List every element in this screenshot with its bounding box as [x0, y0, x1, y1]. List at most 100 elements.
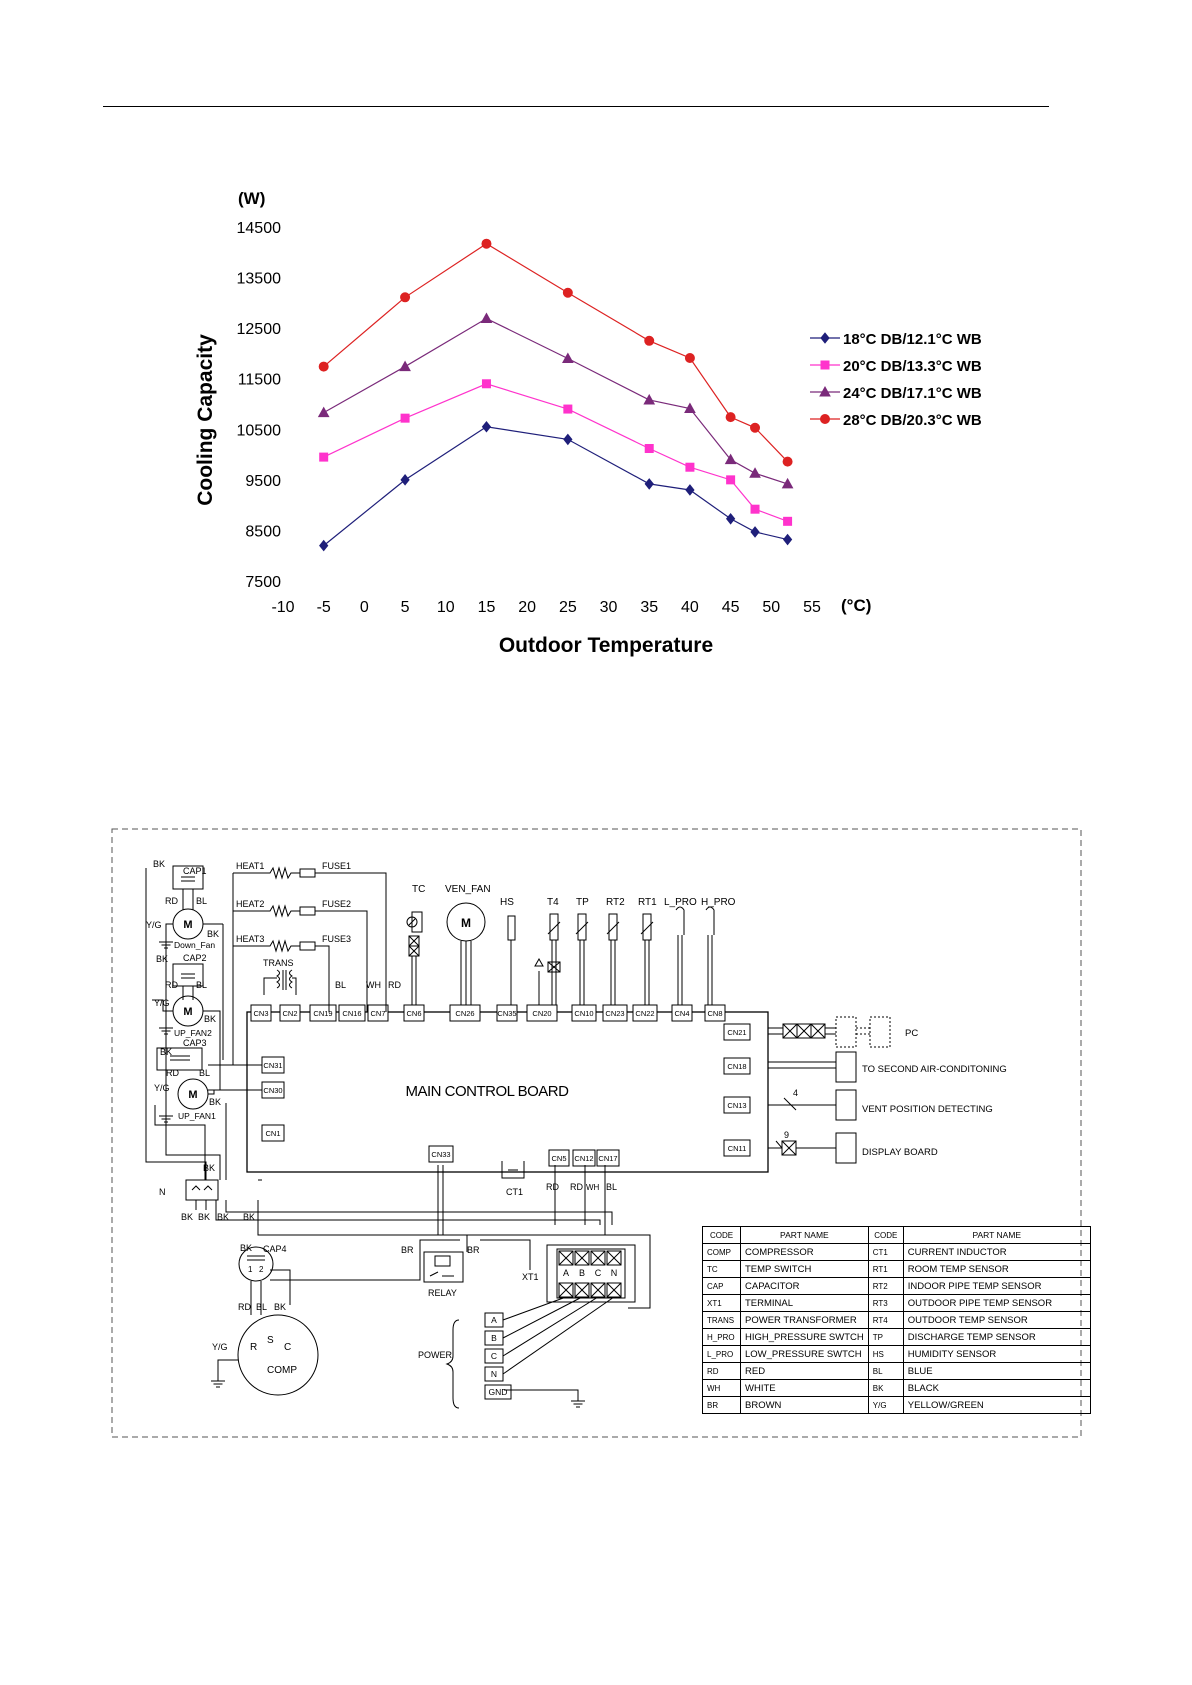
svg-text:CN12: CN12 [574, 1154, 593, 1163]
svg-text:C: C [595, 1268, 602, 1278]
x-tick-label: -5 [317, 599, 331, 616]
data-point [481, 238, 492, 249]
ven-fan-motor-letter: M [461, 916, 471, 930]
data-point [563, 404, 573, 414]
power-block [445, 1319, 460, 1409]
parts-cell: BLUE [902, 1362, 1091, 1380]
parts-cell: CURRENT INDUCTOR [902, 1243, 1091, 1261]
power-terminal-c: C [484, 1296, 599, 1364]
cap4-term1: 1 [248, 1265, 253, 1274]
x-tick-label: 55 [803, 599, 821, 616]
svg-text:CN6: CN6 [406, 1009, 421, 1018]
wh-bottom-label: WH [586, 1183, 600, 1192]
right-modules [768, 1016, 891, 1164]
parts-cell: CAPACITOR [740, 1277, 869, 1295]
legend-marker [820, 332, 830, 344]
power-terminal-gnd: GND [484, 1384, 512, 1400]
bk-cap3-label: BK [160, 1047, 172, 1057]
y-tick-label: 10500 [237, 422, 282, 439]
svg-text:CN1: CN1 [265, 1129, 280, 1138]
parts-cell: OUTDOOR TEMP SENSOR [902, 1311, 1091, 1329]
connector-cn35: CN35 [496, 1004, 518, 1022]
comp-c: C [284, 1342, 291, 1353]
data-point [781, 477, 794, 489]
top-comp-label-tp: TP [576, 897, 589, 908]
data-point [685, 462, 695, 472]
rd-label-top: RD [388, 980, 401, 990]
svg-text:CN21: CN21 [727, 1028, 746, 1037]
y-tick-label: 7500 [245, 574, 281, 591]
svg-text:CN35: CN35 [497, 1009, 516, 1018]
cap3-label: CAP3 [183, 1038, 207, 1048]
ven-fan-label: VEN_FAN [445, 884, 491, 895]
header-part-2: PART NAME [902, 1226, 1091, 1244]
top-comp-label-rt2: RT2 [606, 897, 625, 908]
y-tick-label: 12500 [237, 321, 282, 338]
right-label-1: TO SECOND AIR-CONDITONING [862, 1064, 1007, 1075]
connector-cn22: CN22 [632, 1004, 658, 1022]
connector-cn2: CN2 [279, 1004, 301, 1022]
svg-text:CN11: CN11 [728, 1144, 747, 1153]
connector-cn18: CN18 [723, 1057, 751, 1075]
xt1-label: XT1 [522, 1272, 539, 1282]
svg-text:CN31: CN31 [263, 1061, 282, 1070]
svg-text:CN2: CN2 [282, 1009, 297, 1018]
parts-cell: TRANS [702, 1311, 741, 1329]
bl-bottom-label: BL [606, 1182, 617, 1192]
comp-r: R [250, 1342, 257, 1353]
data-point [480, 312, 493, 324]
bl-fan3-label: BL [199, 1068, 210, 1078]
bk-b3-label: BK [217, 1212, 229, 1222]
svg-text:N: N [491, 1369, 497, 1379]
cap4-term2: 2 [259, 1265, 264, 1274]
parts-cell: Y/G [867, 1396, 904, 1414]
data-point [782, 533, 793, 546]
fan3-motor: M [188, 1089, 197, 1101]
data-point [317, 406, 330, 418]
legend-marker [819, 385, 831, 397]
cap2-label: CAP2 [183, 953, 207, 963]
x-tick-label: 30 [600, 599, 618, 616]
yg-fan3-label: Y/G [154, 1083, 170, 1093]
svg-text:A: A [491, 1315, 497, 1325]
connector-cn21: CN21 [723, 1023, 751, 1041]
xt1-cell-c: C [590, 1250, 606, 1298]
fan-cap-block [145, 865, 262, 1210]
rd-cap4-label: RD [238, 1302, 251, 1312]
data-point [318, 361, 329, 372]
data-point [749, 467, 761, 478]
rd-bottom-label: RD [546, 1182, 559, 1192]
parts-cell: WH [702, 1379, 741, 1397]
parts-cell: OUTDOOR PIPE TEMP SENSOR [902, 1294, 1091, 1312]
header-part-1: PART NAME [740, 1226, 869, 1244]
heat1-label: HEAT1 [236, 861, 264, 871]
data-point [724, 453, 737, 465]
svg-text:CN8: CN8 [707, 1009, 722, 1018]
svg-text:CN5: CN5 [551, 1154, 566, 1163]
svg-text:CN18: CN18 [727, 1062, 746, 1071]
comp-label: COMP [267, 1365, 297, 1376]
legend-marker [820, 360, 830, 370]
parts-cell: CAP [702, 1277, 741, 1295]
data-point [643, 393, 656, 405]
right-label-2: VENT POSITION DETECTING [862, 1104, 993, 1115]
ct1-label: CT1 [506, 1187, 523, 1197]
x-tick-label: 40 [681, 599, 699, 616]
tc-label: TC [412, 884, 425, 895]
header-code-1: CODE [702, 1226, 741, 1244]
data-point [725, 512, 736, 525]
yg-fan2-label: Y/G [154, 998, 170, 1008]
bk-b1-label: BK [181, 1212, 193, 1222]
y-tick-label: 9500 [245, 473, 281, 490]
bottom-wiring [215, 1161, 651, 1309]
power-terminal-a: A [484, 1296, 567, 1328]
parts-cell: COMPRESSOR [740, 1243, 869, 1261]
data-point [644, 335, 655, 346]
connector-cn30: CN30 [261, 1081, 285, 1099]
y-tick-label: 14500 [237, 220, 282, 237]
bk-b2-label: BK [198, 1212, 210, 1222]
data-point [399, 360, 411, 372]
